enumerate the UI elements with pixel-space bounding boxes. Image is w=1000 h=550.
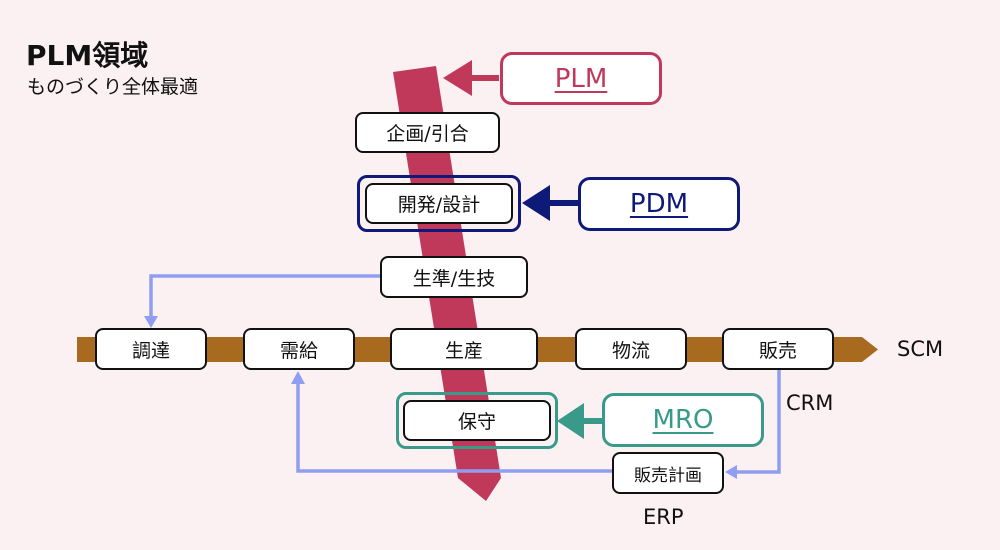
- pdm-highlight-frame: [357, 175, 521, 232]
- mro-link[interactable]: MRO: [652, 405, 714, 435]
- flow-arrowhead-procurement: [144, 316, 158, 328]
- process-maintenance: 保守: [403, 400, 551, 441]
- scm-label: SCM: [897, 337, 944, 361]
- scm-production: 生産: [390, 328, 538, 370]
- mro-arrowhead: [557, 403, 584, 439]
- crm-label: CRM: [786, 391, 834, 415]
- flow-arrowhead-demand: [291, 371, 305, 384]
- flow-line-prodeng-to-procurement: [149, 274, 381, 318]
- scm-procurement: 調達: [95, 328, 207, 370]
- erp-label: ERP: [643, 505, 684, 529]
- pdm-arrowhead: [522, 185, 550, 221]
- plm-system-box[interactable]: PLM: [500, 52, 662, 105]
- scm-logistics: 物流: [575, 328, 687, 370]
- mro-highlight-frame: [396, 392, 558, 449]
- pdm-link[interactable]: PDM: [629, 189, 689, 219]
- mro-system-box[interactable]: MRO: [602, 393, 764, 447]
- pdm-system-box[interactable]: PDM: [578, 177, 740, 231]
- flow-arrowhead-salesplan: [725, 465, 737, 479]
- flow-line-salesplan-to-demand: [296, 382, 612, 473]
- process-sales-planning: 販売計画: [612, 452, 724, 494]
- process-development: 開発/設計: [365, 183, 513, 224]
- plm-link[interactable]: PLM: [554, 63, 608, 94]
- page-subtitle: ものづくり全体最適: [27, 76, 199, 98]
- scm-demand-supply: 需給: [243, 328, 355, 370]
- process-planning: 企画/引合: [355, 112, 500, 153]
- page-title: PLM領域: [26, 39, 149, 72]
- plm-arrowhead: [443, 60, 472, 96]
- flow-line-sales-to-salesplan: [735, 368, 781, 474]
- scm-sales: 販売: [722, 328, 834, 370]
- process-production-engineering: 生準/生技: [380, 256, 528, 298]
